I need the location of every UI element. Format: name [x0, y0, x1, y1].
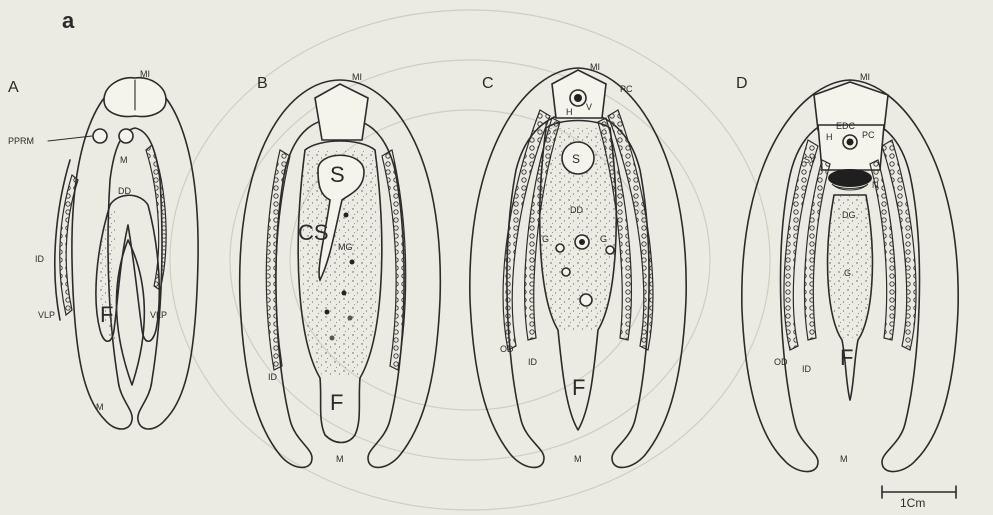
label-a-pprm: PPRM: [8, 136, 34, 146]
label-b-mi: MI: [352, 72, 362, 82]
label-a-vlp-right: VLP: [150, 310, 167, 320]
label-b-f: F: [330, 390, 343, 415]
label-c-f: F: [572, 375, 585, 400]
panel-a: A MI PPRM M DD ID VLP VLP F M: [8, 69, 198, 429]
label-a-f: F: [100, 302, 113, 327]
panel-letter-d: D: [736, 75, 748, 92]
label-a-id: ID: [35, 254, 45, 264]
label-a-mi: MI: [140, 69, 150, 79]
label-a-m-bottom: M: [96, 402, 104, 412]
label-d-m: M: [840, 454, 848, 464]
label-a-m-top: M: [120, 155, 128, 165]
panel-b: B MI S CS MG ID F M: [240, 72, 441, 467]
label-c-h: H: [566, 107, 573, 117]
panel-c: C MI PC H V S DD G G OD ID F M: [470, 62, 686, 467]
label-b-id: ID: [268, 372, 278, 382]
panel-letter-b: B: [257, 75, 268, 92]
label-c-pc: PC: [620, 84, 633, 94]
label-d-h: H: [826, 132, 833, 142]
label-a-dd: DD: [118, 186, 131, 196]
panel-letter-a: A: [8, 79, 19, 96]
label-c-g-right: G: [600, 234, 607, 244]
label-c-mi: MI: [590, 62, 600, 72]
label-c-id: ID: [528, 357, 538, 367]
label-c-od: OD: [500, 344, 514, 354]
scale-bar-label: 1Cm: [900, 496, 925, 510]
label-d-id: ID: [802, 364, 812, 374]
label-d-n: N: [872, 180, 879, 190]
label-d-edc: EDC: [836, 121, 856, 131]
label-b-s: S: [330, 162, 345, 187]
label-c-m: M: [574, 454, 582, 464]
label-d-g: G: [844, 268, 851, 278]
label-c-dd: DD: [570, 205, 583, 215]
label-d-od: OD: [774, 357, 788, 367]
label-d-f: F: [840, 345, 853, 370]
label-c-g-left: G: [542, 234, 549, 244]
label-b-cs: CS: [298, 220, 329, 245]
label-b-m: M: [336, 454, 344, 464]
label-b-mg: MG: [338, 242, 353, 252]
figure-label: a: [62, 8, 75, 33]
label-a-vlp-left: VLP: [38, 310, 55, 320]
label-c-s: S: [572, 152, 580, 166]
label-d-pc: PC: [862, 130, 875, 140]
label-d-dg: DG: [842, 210, 856, 220]
label-d-mi: MI: [860, 72, 870, 82]
label-d-sv: SV: [804, 155, 816, 165]
scale-bar: 1Cm: [882, 486, 956, 510]
panel-letter-c: C: [482, 75, 494, 92]
label-c-v: V: [586, 102, 592, 112]
